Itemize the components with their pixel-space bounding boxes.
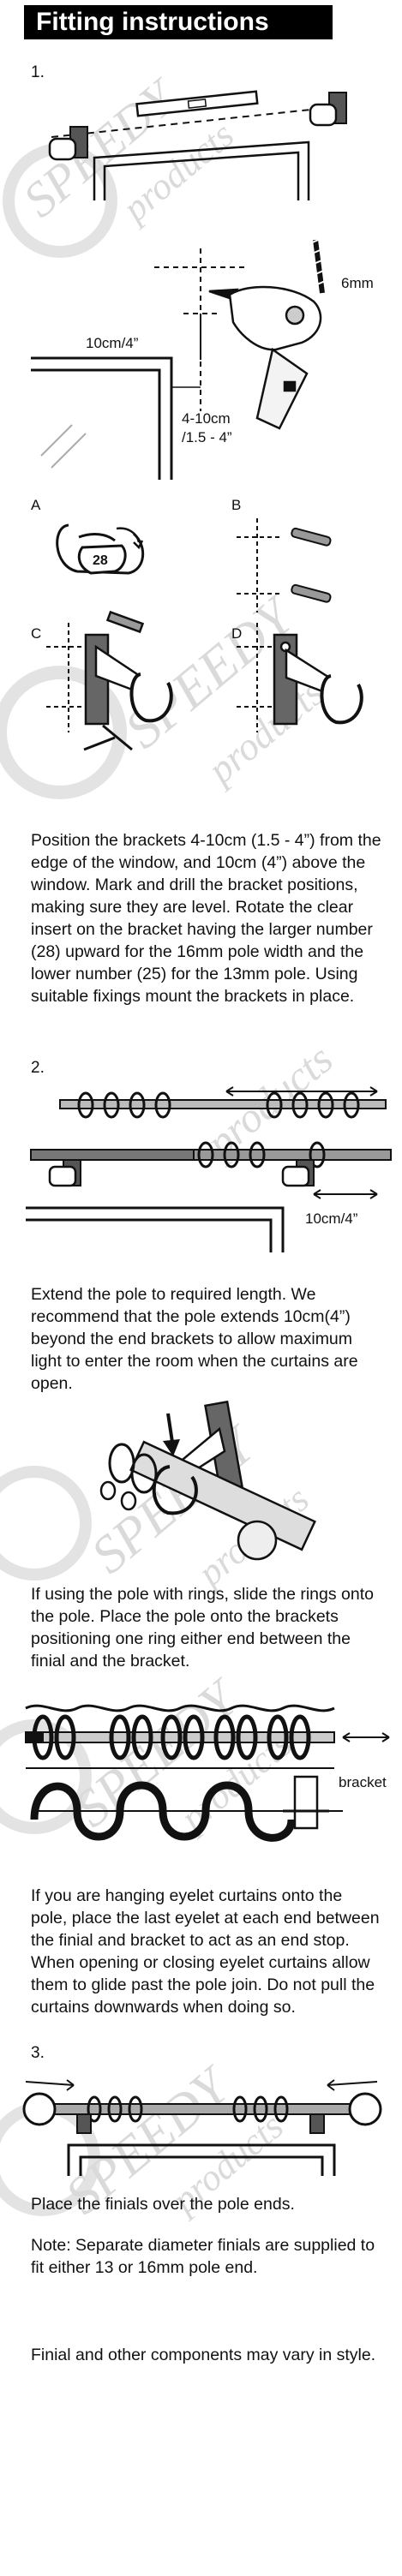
panel-label-a: A (31, 497, 41, 513)
bracket-left (48, 126, 88, 161)
downward-arrow (163, 1413, 180, 1456)
figure-rings-on-bracket: SPEEDY products (0, 1400, 317, 1596)
bracket-label: bracket (339, 1774, 387, 1790)
level-line (51, 105, 344, 138)
distance-vertical-label: 4-10cm (182, 410, 231, 427)
panel-d-mounted-bracket (237, 623, 363, 732)
figure-finials: SPEEDY products (0, 2055, 382, 2226)
instruction-paragraph-7: Finial and other components may vary in … (31, 2346, 376, 2364)
panel-b-wall-plugs (237, 518, 332, 613)
step-number-3: 3. (31, 2044, 45, 2062)
window-corner (31, 356, 173, 480)
bracket-with-pole (99, 1400, 316, 1561)
eyelet-curtain-top (25, 1704, 335, 1769)
pole-with-rings (59, 1086, 387, 1119)
panel-label-d: D (231, 625, 242, 642)
instruction-paragraph-5: Place the finials over the pole ends. (31, 2195, 295, 2214)
figure-bracket-positions: SPEEDY products (3, 67, 347, 258)
instruction-paragraph-4: If you are hanging eyelet curtains onto … (31, 1886, 380, 2017)
panel-c-fix-bracket (46, 610, 173, 751)
extension-distance-label: 10cm/4” (305, 1210, 358, 1227)
instruction-paragraph-1: Position the brackets 4-10cm (1.5 - 4”) … (31, 831, 381, 1006)
slide-arrow (342, 1732, 390, 1742)
drill-bit-size-label: 6mm (341, 275, 374, 291)
distance-vertical-label-inches: /1.5 - 4” (182, 429, 232, 445)
drill-bit (309, 237, 330, 294)
step-number-2: 2. (31, 1059, 45, 1077)
window-frame (67, 2143, 336, 2176)
watermark: SPEEDY products (0, 1668, 300, 1841)
window-frame (93, 140, 310, 200)
page-title: Fitting instructions (24, 5, 333, 39)
spirit-level (135, 90, 259, 117)
distance-horizontal-label: 10cm/4” (86, 335, 139, 351)
figure-bracket-steps: SPEEDY products A 28 B C D (0, 497, 363, 799)
figure-extend-pole: products 10cm/4” (26, 1035, 392, 1252)
step-number-1: 1. (31, 63, 45, 81)
panel-label-b: B (231, 497, 241, 513)
instruction-paragraph-6: Note: Separate diameter finials are supp… (31, 2236, 375, 2277)
panel-label-c: C (31, 625, 41, 642)
bracket-post (283, 1775, 329, 1830)
drill-illustration (208, 285, 322, 430)
instruction-paragraph-3: If using the pole with rings, slide the … (31, 1585, 374, 1671)
window-frame (26, 1206, 285, 1252)
pole-with-finials (22, 2092, 382, 2134)
insert-number: 28 (93, 553, 108, 568)
pole-on-brackets (30, 1141, 392, 1187)
instruction-paragraph-2: Extend the pole to required length. We r… (31, 1285, 358, 1393)
figure-drill-measure: 10cm/4” 4-10cm /1.5 - 4” 6mm (31, 237, 374, 480)
panel-a-rotate-insert: 28 (56, 523, 145, 575)
finial-arrows (25, 2079, 378, 2091)
bracket-right (309, 92, 347, 127)
figure-eyelet-curtains: SPEEDY products bracket (0, 1668, 390, 1842)
